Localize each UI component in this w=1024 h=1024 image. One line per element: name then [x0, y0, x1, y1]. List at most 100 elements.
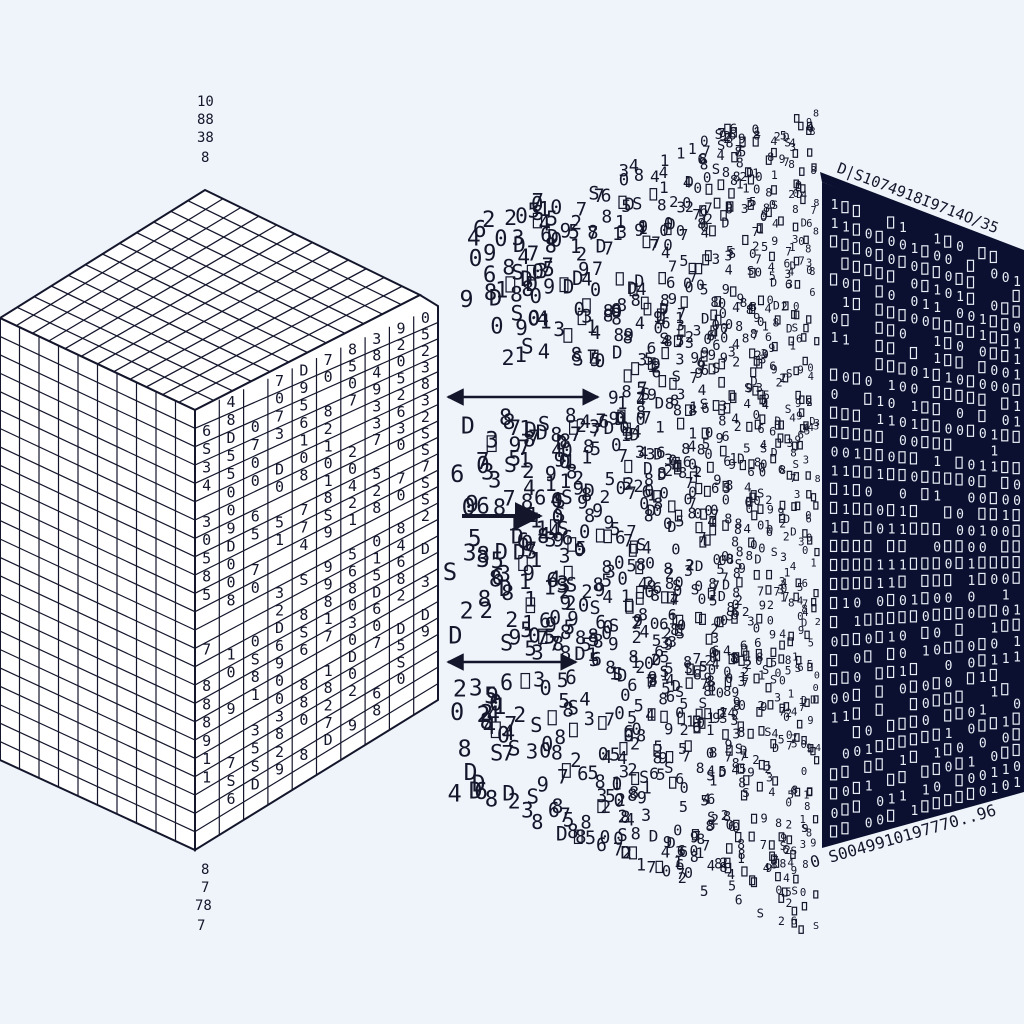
- scatter-mark: [795, 655, 802, 665]
- scatter-digit: 8: [501, 581, 514, 606]
- block-digit: 1: [899, 505, 907, 520]
- scatter-mark: [710, 325, 718, 337]
- scatter-digit: 0: [598, 744, 609, 765]
- block-digit-mark: [829, 235, 838, 248]
- scatter-digit: D: [629, 424, 639, 444]
- cube-digit: 8: [226, 592, 235, 610]
- cube-digit: 7: [275, 407, 284, 425]
- scatter-mark: [754, 419, 761, 430]
- scatter-mark: [790, 850, 796, 859]
- scatter-digit: 3: [794, 488, 801, 501]
- block-digit: 1: [899, 558, 907, 573]
- scatter-digit: 0: [696, 278, 705, 294]
- scatter-digit: 4: [791, 706, 798, 719]
- scatter-digit: 1: [689, 400, 698, 417]
- block-digit-mark: [898, 735, 906, 748]
- cube-digit: 6: [275, 637, 284, 655]
- scatter-digit: D: [499, 577, 512, 602]
- cube-digit: 5: [397, 369, 406, 387]
- scatter-digit: 8: [738, 848, 746, 863]
- grid-line: [0, 501, 196, 594]
- grid-line: [0, 648, 196, 741]
- block-digit: 0: [990, 637, 998, 652]
- block-digit-mark: [829, 577, 838, 591]
- cube-digit: 9: [324, 576, 333, 594]
- scatter-digit: 5: [770, 655, 777, 669]
- scatter-digit: 3: [635, 442, 645, 462]
- cube-digit: 3: [202, 513, 211, 531]
- scatter-digit: S: [791, 844, 798, 857]
- left-bottom-stack-line: 78: [195, 898, 212, 914]
- scatter-digit: 7: [618, 447, 628, 467]
- grid-line: [194, 617, 439, 759]
- scatter-mark: [674, 624, 683, 636]
- cube-digit: 0: [251, 579, 260, 597]
- block-digit: 0: [1002, 731, 1010, 746]
- block-digit-mark: [921, 765, 929, 778]
- block-digit: 0: [945, 676, 953, 691]
- block-digit: 0: [945, 659, 953, 674]
- block-digit: 1: [990, 766, 998, 781]
- cube-digit: 9: [397, 319, 406, 337]
- cube-digit: 3: [202, 458, 211, 476]
- scatter-digit: 6: [701, 401, 710, 417]
- block-digit: 0: [1013, 760, 1021, 775]
- scatter-digit: 0: [620, 686, 630, 706]
- scatter-digit: S: [691, 582, 700, 599]
- block-digit: 0: [831, 693, 839, 708]
- scatter-digit: 2: [505, 608, 518, 633]
- block-digit-mark: [852, 279, 860, 292]
- scatter-digit: 0: [469, 246, 483, 272]
- scatter-digit: 6: [591, 649, 602, 670]
- scatter-digit: 0: [755, 170, 762, 184]
- block-digit-mark: [829, 615, 838, 629]
- cube-digit: S: [421, 424, 430, 442]
- block-digit: 1: [922, 298, 930, 313]
- scatter-digit: 6: [701, 363, 710, 379]
- scatter-digit: D: [796, 188, 802, 201]
- scatter-digit: 1: [642, 778, 652, 797]
- scatter-digit: 0: [617, 570, 627, 590]
- scatter-mark: [794, 280, 801, 289]
- scatter-digit: 8: [750, 326, 757, 341]
- scatter-digit: 0: [800, 887, 806, 899]
- scatter-digit: 8: [731, 608, 739, 623]
- block-digit-mark: [887, 611, 895, 625]
- scatter-digit: 6: [675, 856, 684, 874]
- block-digit: 1: [842, 220, 850, 235]
- block-digit-mark: [829, 825, 838, 838]
- scatter-digit: 6: [652, 362, 662, 381]
- scatter-digit: 1: [675, 309, 684, 327]
- scatter-digit: 9: [637, 789, 647, 808]
- scatter-mark: [655, 860, 664, 874]
- scatter-digit: 2: [576, 243, 587, 265]
- scatter-digit: 0: [654, 318, 664, 337]
- scatter-digit: 2: [630, 734, 640, 754]
- block-digit: 0: [933, 592, 941, 607]
- scatter-digit: S: [526, 785, 539, 809]
- scatter-digit: 0: [802, 545, 808, 557]
- block-digit-mark: [864, 429, 872, 442]
- grid-line: [194, 683, 439, 833]
- scatter-digit: 3: [779, 574, 786, 588]
- block-digit: 1: [831, 331, 839, 346]
- scatter-digit: S: [490, 740, 503, 766]
- block-digit-mark: [887, 773, 895, 786]
- scatter-digit: 8: [734, 518, 742, 533]
- scatter-digit: 8: [705, 819, 714, 835]
- cube-digit: 2: [397, 587, 406, 605]
- scatter-digit: 0: [704, 504, 713, 520]
- grid-line: [0, 685, 196, 778]
- scatter-digit: 2: [669, 193, 678, 211]
- block-digit-mark: [887, 665, 895, 679]
- scatter-digit: 0: [539, 739, 551, 763]
- scatter-mark: [791, 918, 798, 928]
- scatter-digit: S: [712, 162, 720, 178]
- scatter-digit: 6: [598, 411, 609, 432]
- scatter-digit: 2: [806, 397, 812, 409]
- scatter-digit: 0: [612, 775, 623, 795]
- scatter-digit: 0: [659, 221, 669, 240]
- scatter-digit: 3: [719, 398, 727, 414]
- block-digit-mark: [898, 717, 906, 730]
- scatter-digit: 4: [781, 577, 788, 590]
